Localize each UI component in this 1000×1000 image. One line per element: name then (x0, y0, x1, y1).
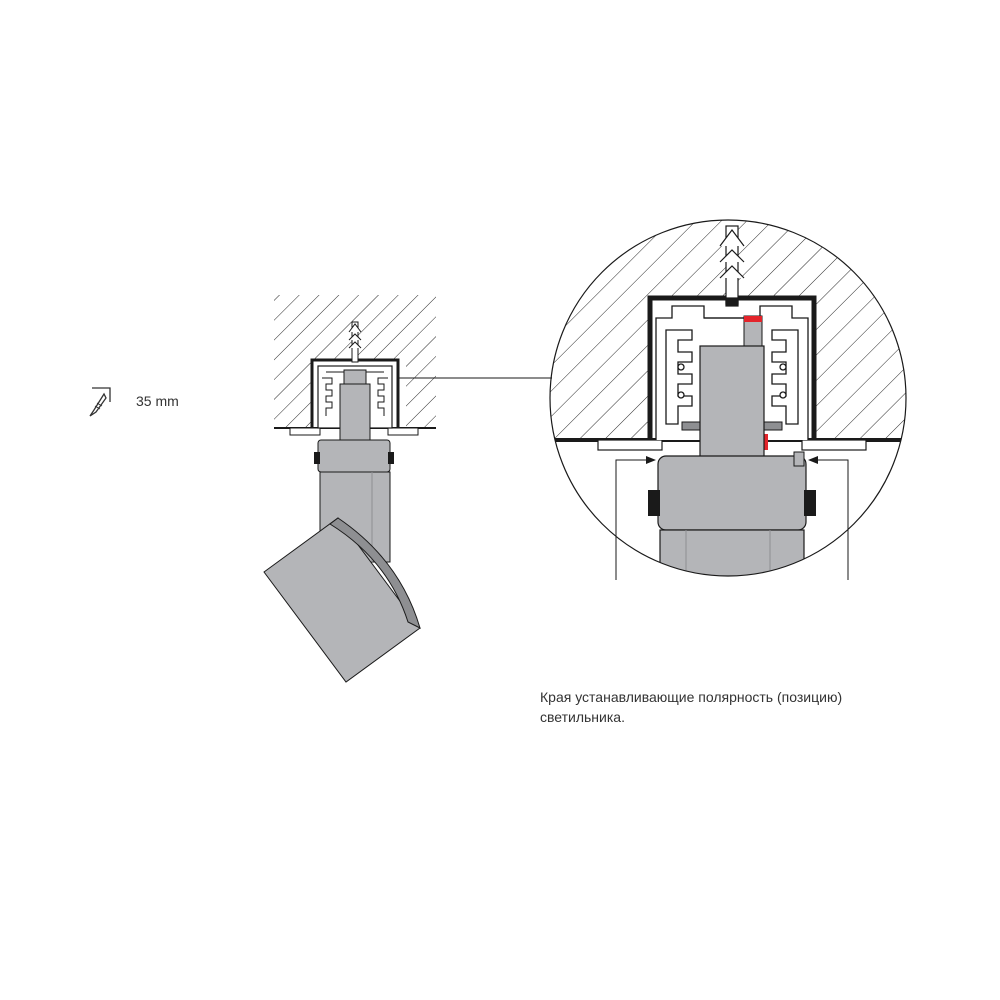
polarity-note-line-1: Края устанавливающие полярность (позицию… (540, 689, 843, 705)
polarity-mark-side (762, 434, 768, 450)
spot-arm-detail (659, 529, 805, 576)
polarity-mark-top (744, 316, 762, 322)
detail-ceiling-hatch (550, 220, 906, 440)
adapter-top-small (343, 369, 367, 385)
anchor-plug-small (348, 321, 362, 363)
adapter-body-detail (657, 455, 807, 531)
track-flange-left (289, 427, 321, 436)
spot-head (263, 517, 421, 683)
ceiling-hatch (274, 295, 436, 428)
overview-group (263, 295, 552, 683)
recess-depth-label: 35 mm (136, 393, 179, 409)
detail-circle (549, 219, 907, 580)
detail-circle-outline (549, 219, 907, 577)
adapter-stem-small (339, 383, 371, 445)
adapter-body-small (317, 439, 391, 473)
arrow-left (646, 456, 656, 464)
arrow-right (808, 456, 818, 464)
polarity-note-line-2: светильника. (540, 709, 625, 725)
screwdriver-icon (89, 387, 111, 417)
anchor-plug-detail (719, 225, 745, 307)
adapter-stem-detail (699, 345, 765, 459)
polarity-arrows (615, 459, 849, 580)
track-flange-right (387, 427, 419, 436)
